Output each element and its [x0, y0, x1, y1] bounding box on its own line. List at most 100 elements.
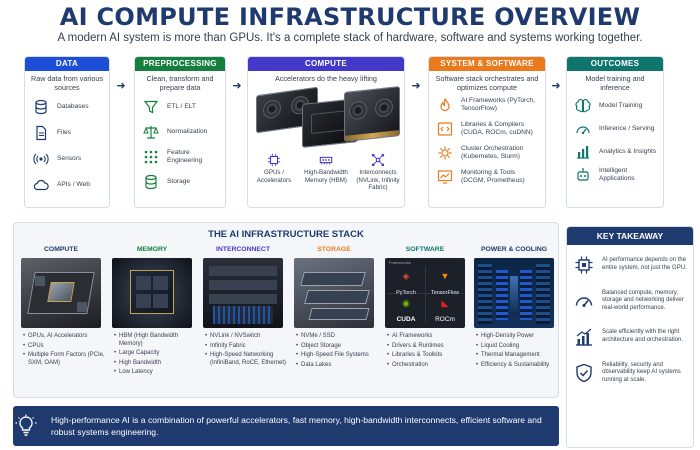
- grid-dots-icon: [141, 148, 161, 166]
- stack-column-header: SOFTWARE: [405, 246, 445, 253]
- stack-column-header: COMPUTE: [44, 246, 78, 253]
- cuda-label: CUDA: [396, 316, 416, 323]
- data-item-apis: APIs / Web: [31, 176, 103, 194]
- stack-column-item: Thermal Management: [476, 352, 558, 360]
- stack-column-storage: STORAGE NVMe / SSD Object Storage High-S…: [290, 245, 378, 371]
- infrastructure-stack: THE AI INFRASTRUCTURE STACK COMPUTE GPUs…: [13, 222, 559, 398]
- stack-column-memory: MEMORY HBM (High Bandwidth Memory) Large…: [108, 245, 196, 379]
- stack-title: THE AI INFRASTRUCTURE STACK: [208, 229, 364, 240]
- stack-column-item: Libraries & Toolkits: [387, 352, 469, 360]
- data-item-label: Sensors: [57, 155, 82, 162]
- takeaway-item: Balanced compute, memory, storage and ne…: [572, 289, 688, 313]
- storage-icon: [141, 173, 161, 191]
- growth-chart-icon: [572, 325, 596, 349]
- stage-data-header: DATA: [25, 57, 109, 71]
- stage-compute-header: COMPUTE: [248, 57, 404, 71]
- gears-icon: [435, 144, 455, 162]
- stage-system-software: SYSTEM & SOFTWARE Software stack orchest…: [428, 56, 546, 208]
- data-item-sensors: Sensors: [31, 150, 103, 168]
- flow-arrow-icon: ➜: [232, 80, 242, 92]
- preprocessing-item-normalization: Normalization: [141, 123, 219, 141]
- network-icon: [371, 153, 385, 167]
- key-takeaway-panel: KEY TAKEAWAY AI performance depends on t…: [566, 226, 694, 448]
- preprocessing-item-label: ETL / ELT: [167, 103, 196, 110]
- stack-column-item: NVLink / NVSwitch: [205, 333, 287, 341]
- stage-preprocessing: PREPROCESSING Clean, transform and prepa…: [134, 56, 226, 208]
- stack-column-item: Low Latency: [114, 369, 196, 377]
- preprocessing-item-label: Storage: [167, 178, 191, 185]
- stack-column-item: High-Speed File Systems: [296, 352, 378, 360]
- software-item-frameworks: AI Frameworks (PyTorch, TensorFlow): [435, 96, 539, 114]
- stack-column-item: Liquid Cooling: [476, 343, 558, 351]
- stack-column-item: High-Speed Networking (InfiniBand, RoCE,…: [205, 352, 287, 367]
- stack-column-item: Multiple Form Factors (PCIe, SXM, OAM): [23, 352, 105, 367]
- flame-icon: [435, 96, 455, 114]
- stack-column-item: High-Density Power: [476, 333, 558, 341]
- data-item-files: Files: [31, 124, 103, 142]
- compute-item-label: High-Bandwidth Memory (HBM): [304, 169, 348, 184]
- scale-icon: [141, 123, 161, 141]
- compute-item-interconnects: Interconnects (NVLink, Infinity Fabric): [352, 153, 404, 192]
- stage-system-software-desc: Software stack orchestrates and optimize…: [435, 74, 539, 92]
- page-title: AI COMPUTE INFRASTRUCTURE OVERVIEW: [59, 3, 641, 31]
- stack-column-power-cooling: POWER & COOLING High-Density Power Liqui…: [470, 245, 558, 371]
- flow-arrow-icon: ➜: [551, 80, 561, 92]
- stack-column-item: HBM (High Bandwidth Memory): [114, 333, 196, 348]
- preprocessing-item-feature-engineering: Feature Engineering: [141, 148, 219, 166]
- stage-preprocessing-desc: Clean, transform and prepare data: [146, 74, 214, 92]
- stack-column-item: Data Lakes: [296, 362, 378, 370]
- stack-column-item: Large Capacity: [114, 350, 196, 358]
- takeaway-text: Reliability, security and observability …: [602, 361, 681, 383]
- memory-chip-image: [112, 258, 192, 328]
- stack-column-item: CPUs: [23, 343, 105, 351]
- stack-column-item: GPUs, AI Accelerators: [23, 333, 105, 341]
- stack-column-item: Infinity Fabric: [205, 343, 287, 351]
- software-panel-header: Frameworks: [389, 260, 412, 265]
- stack-column-item: Efficiency & Sustainability: [476, 362, 558, 370]
- pytorch-label: PyTorch: [396, 290, 416, 296]
- software-logos-panel: Frameworks ◈ PyTorch ▼ TensorFlow ◉ CUDA…: [385, 258, 465, 328]
- compute-item-label: GPUs / Accelerators: [256, 169, 292, 184]
- summary-banner: High-performance AI is a combination of …: [13, 406, 559, 446]
- software-item-monitoring: Monitoring & Tools (DCGM, Prometheus): [435, 168, 539, 186]
- stack-column-item: Drivers & Runtimes: [387, 343, 469, 351]
- data-item-label: Files: [57, 129, 71, 136]
- gpu-card-front: [344, 86, 400, 142]
- stack-column-item: AI Frameworks: [387, 333, 469, 341]
- stage-outcomes-header: OUTCOMES: [567, 57, 663, 71]
- takeaway-item: AI performance depends on the entire sys…: [572, 253, 688, 277]
- outcome-item-label: Analytics & Insights: [599, 148, 657, 155]
- outcome-item-inference: Inference / Serving: [573, 120, 657, 138]
- stack-column-item: NVMe / SSD: [296, 333, 378, 341]
- stage-preprocessing-header: PREPROCESSING: [135, 57, 225, 71]
- network-switch-image: [203, 258, 283, 328]
- stack-column-interconnect: INTERCONNECT NVLink / NVSwitch Infinity …: [199, 245, 287, 369]
- page-subtitle: A modern AI system is more than GPUs. It…: [57, 32, 643, 44]
- stage-data: DATA Raw data from various sources Datab…: [24, 56, 110, 208]
- funnel-icon: [141, 98, 161, 116]
- outcome-item-label: Inference / Serving: [599, 125, 655, 132]
- stack-column-header: STORAGE: [317, 246, 351, 253]
- data-item-databases: Databases: [31, 98, 103, 116]
- compute-hardware-image: [21, 258, 101, 328]
- gauge-icon: [572, 289, 596, 313]
- bar-chart-icon: [573, 143, 593, 161]
- gauge-icon: [573, 120, 593, 138]
- takeaway-text: AI performance depends on the entire sys…: [602, 257, 687, 271]
- outcome-item-applications: Intelligent Applications: [573, 166, 657, 184]
- lightbulb-icon: [13, 406, 51, 446]
- storage-drive-image: [294, 258, 374, 328]
- outcome-item-analytics: Analytics & Insights: [573, 143, 657, 161]
- preprocessing-item-label: Feature Engineering: [167, 149, 203, 164]
- stack-column-item: High Bandwidth: [114, 360, 196, 368]
- stack-column-compute: COMPUTE GPUs, AI Accelerators CPUs Multi…: [17, 245, 105, 369]
- software-item-label: Libraries & Compilers (CUDA, ROCm, cuDNN…: [461, 121, 533, 136]
- compute-item-label: Interconnects (NVLink, Infinity Fabric): [356, 169, 400, 191]
- stage-compute: COMPUTE Accelerators do the heavy liftin…: [247, 56, 405, 208]
- chip-icon: [267, 153, 281, 167]
- summary-text: High-performance AI is a combination of …: [51, 415, 542, 437]
- brain-icon: [573, 97, 593, 115]
- code-icon: [435, 120, 455, 138]
- rocm-logo: ◣ ROCm: [435, 298, 455, 323]
- data-item-label: Databases: [57, 103, 89, 110]
